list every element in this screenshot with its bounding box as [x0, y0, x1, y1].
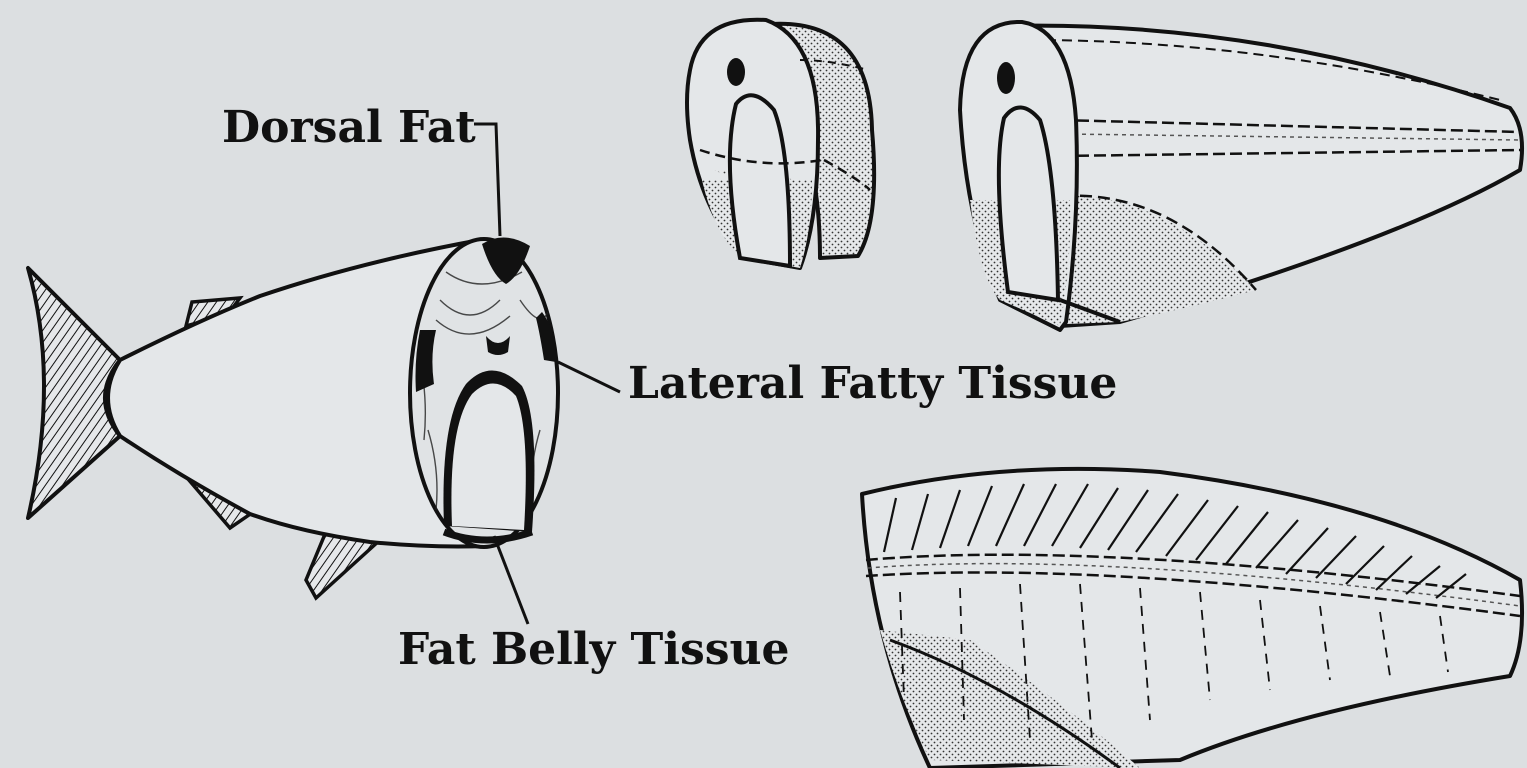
- lateral-fatty-tissue-label: Lateral Fatty Tissue: [628, 362, 1117, 406]
- whole-fish: [28, 124, 620, 624]
- fish-fillet-side: [960, 22, 1522, 330]
- fish-steak: [687, 20, 874, 268]
- dorsal-fat-leader: [474, 124, 500, 236]
- lateral-fat-leader: [558, 362, 620, 392]
- fish-fillet-skin: [862, 469, 1522, 768]
- fat-belly-tissue-label: Fat Belly Tissue: [398, 628, 789, 672]
- dorsal-fat-label: Dorsal Fat: [222, 106, 476, 150]
- belly-fat-leader: [494, 536, 528, 624]
- steak-spine: [727, 58, 745, 86]
- fillet-spine: [997, 62, 1015, 94]
